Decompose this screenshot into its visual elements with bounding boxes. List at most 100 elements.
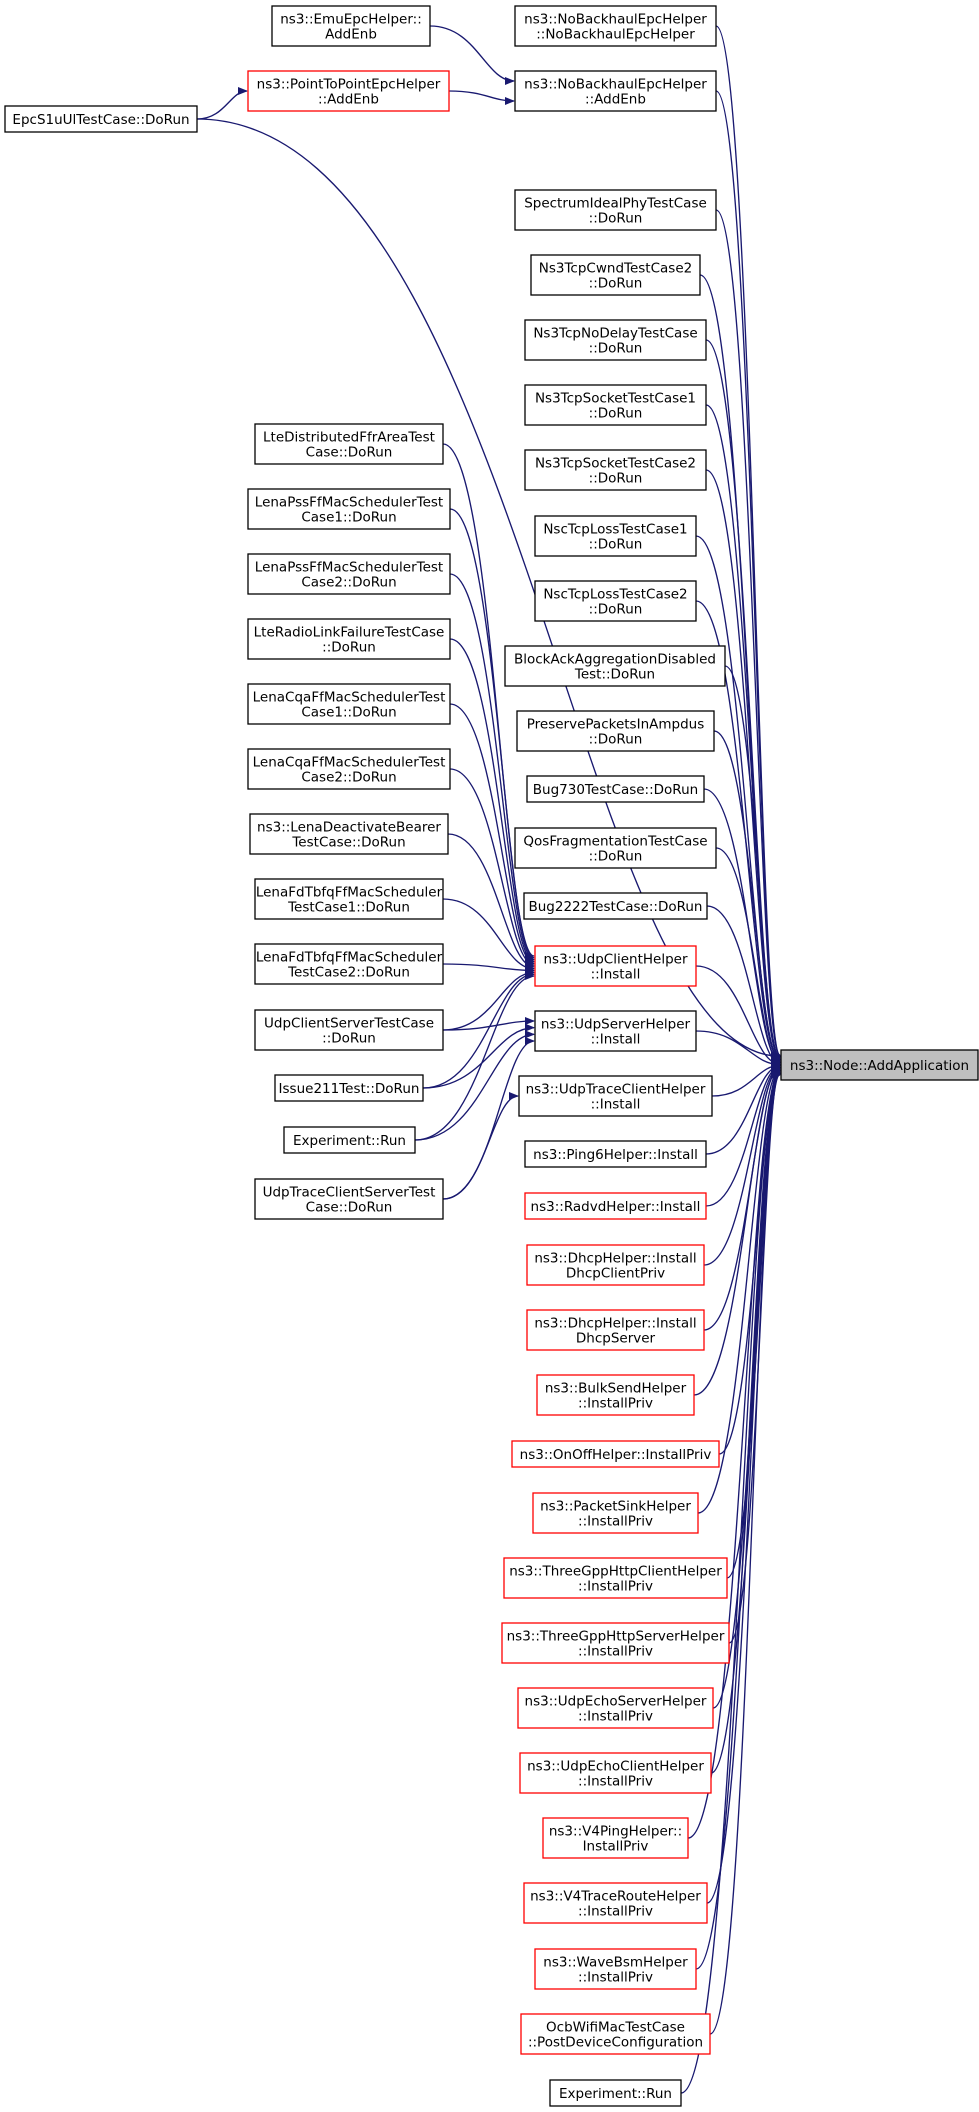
node-box <box>534 580 697 622</box>
node-box <box>780 1049 979 1081</box>
edge-issue211-to-udpserver-install <box>422 1023 535 1089</box>
node-nsc1[interactable]: NscTcpLossTestCase1::DoRun <box>534 515 697 557</box>
node-label-line: UdpTraceClientServerTest <box>263 1185 436 1201</box>
node-ocb[interactable]: OcbWifiMacTestCase::PostDeviceConfigurat… <box>520 2013 711 2055</box>
node-exp-run-right[interactable]: Experiment::Run <box>549 2079 682 2107</box>
node-label-line: ::Install <box>591 967 641 983</box>
node-http-client[interactable]: ns3::ThreeGppHttpClientHelper::InstallPr… <box>503 1557 728 1599</box>
node-box <box>247 553 451 595</box>
node-label-line: Test::DoRun <box>574 667 655 683</box>
node-udpserver-install[interactable]: ns3::UdpServerHelper::Install <box>534 1010 697 1052</box>
node-udpclient-install[interactable]: ns3::UdpClientHelper::Install <box>534 945 697 987</box>
node-label-line: Case1::DoRun <box>301 510 396 526</box>
node-sock1[interactable]: Ns3TcpSocketTestCase1::DoRun <box>524 384 707 426</box>
node-nobackhaul-addenb[interactable]: ns3::NoBackhaulEpcHelper::AddEnb <box>514 70 717 112</box>
edge-pss1-to-udpclient-install <box>449 508 535 962</box>
node-rlf[interactable]: LteRadioLinkFailureTestCase::DoRun <box>247 618 451 660</box>
node-packetsink[interactable]: ns3::PacketSinkHelper::InstallPriv <box>532 1492 699 1534</box>
node-label-line: TestCase2::DoRun <box>287 965 410 981</box>
node-ping6[interactable]: ns3::Ping6Helper::Install <box>524 1140 707 1168</box>
node-exp-run-left[interactable]: Experiment::Run <box>283 1126 416 1154</box>
node-cwnd2[interactable]: Ns3TcpCwndTestCase2::DoRun <box>530 254 701 296</box>
edge-p2p-addenb-to-nobackhaul-addenb <box>448 90 515 105</box>
node-epcs1u[interactable]: EpcS1uUlTestCase::DoRun <box>4 105 198 133</box>
edge-nobackhaul-ctor-to-add-application <box>715 25 781 1059</box>
node-emu-addenb[interactable]: ns3::EmuEpcHelper::AddEnb <box>271 5 431 47</box>
node-v4trace[interactable]: ns3::V4TraceRouteHelper::InstallPriv <box>523 1882 708 1924</box>
node-echo-client[interactable]: ns3::UdpEchoClientHelper::InstallPriv <box>519 1752 712 1794</box>
node-bug730[interactable]: Bug730TestCase::DoRun <box>526 775 705 803</box>
edge-http-client-to-add-application <box>726 1066 781 1579</box>
node-label-line: ::DoRun <box>589 602 643 618</box>
node-label-line: ns3::RadvdHelper::Install <box>531 1199 701 1215</box>
node-wavebsm[interactable]: ns3::WaveBsmHelper::InstallPriv <box>534 1948 697 1990</box>
node-label-line: ::DoRun <box>589 276 643 292</box>
node-label-line: ::DoRun <box>589 471 643 487</box>
node-udptrace-install[interactable]: ns3::UdpTraceClientHelper::Install <box>518 1075 713 1117</box>
node-label-line: Case::DoRun <box>306 445 393 461</box>
node-bulksend[interactable]: ns3::BulkSendHelper::InstallPriv <box>536 1374 695 1416</box>
node-box <box>504 645 726 687</box>
node-p2p-addenb[interactable]: ns3::PointToPointEpcHelper::AddEnb <box>247 70 450 112</box>
node-udpcs[interactable]: UdpClientServerTestCase::DoRun <box>254 1009 444 1051</box>
node-preserve[interactable]: PreservePacketsInAmpdus::DoRun <box>516 710 715 752</box>
node-box <box>534 515 697 557</box>
node-label-line: Ns3TcpCwndTestCase2 <box>539 261 692 277</box>
node-label-line: Ns3TcpSocketTestCase2 <box>535 456 696 472</box>
node-label-line: ns3::DhcpHelper::Install <box>534 1316 696 1332</box>
node-box <box>254 943 444 985</box>
edge-qosfrag-to-add-application <box>715 847 781 1067</box>
node-label-line: BlockAckAggregationDisabled <box>514 652 716 668</box>
edge-udptrace-cs-to-udptrace-install <box>442 1092 519 1200</box>
node-issue211[interactable]: Issue211Test::DoRun <box>274 1074 424 1102</box>
edges-layer <box>196 25 781 2094</box>
node-add-application[interactable]: ns3::Node::AddApplication <box>780 1049 979 1081</box>
node-label-line: InstallPriv <box>583 1839 649 1855</box>
edge-lte-ffr-to-udpclient-install <box>442 443 535 960</box>
edge-emu-addenb-to-nobackhaul-addenb <box>429 25 515 85</box>
node-http-server[interactable]: ns3::ThreeGppHttpServerHelper::InstallPr… <box>501 1622 730 1664</box>
nodes-layer: ns3::Node::AddApplication ns3::NoBackhaul… <box>4 5 979 2107</box>
node-radvd[interactable]: ns3::RadvdHelper::Install <box>524 1192 707 1220</box>
node-label-line: NscTcpLossTestCase2 <box>543 587 687 603</box>
node-box <box>534 1948 697 1990</box>
edge-wavebsm-to-add-application <box>695 1070 781 1970</box>
edge-bulksend-to-add-application <box>693 1064 781 1396</box>
edge-cqa1-to-udpclient-install <box>449 703 535 968</box>
node-box <box>524 449 707 491</box>
node-label-line: NscTcpLossTestCase1 <box>543 522 687 538</box>
node-label-line: ::InstallPriv <box>578 1709 653 1725</box>
node-label-line: ::Install <box>591 1097 641 1113</box>
node-v4ping[interactable]: ns3::V4PingHelper::InstallPriv <box>542 1817 689 1859</box>
node-label-line: DhcpServer <box>576 1331 656 1347</box>
node-label-line: LenaCqaFfMacSchedulerTest <box>253 690 446 706</box>
node-qosfrag[interactable]: QosFragmentationTestCase::DoRun <box>514 827 717 869</box>
edge-v4ping-to-add-application <box>687 1068 781 1839</box>
node-nsc2[interactable]: NscTcpLossTestCase2::DoRun <box>534 580 697 622</box>
node-nodelay[interactable]: Ns3TcpNoDelayTestCase::DoRun <box>524 319 707 361</box>
edge-udpcs-to-udpserver-install <box>442 1017 535 1031</box>
node-sock2[interactable]: Ns3TcpSocketTestCase2::DoRun <box>524 449 707 491</box>
node-nobackhaul-ctor[interactable]: ns3::NoBackhaulEpcHelper::NoBackhaulEpcH… <box>514 5 717 47</box>
node-label-line: LenaFdTbfqFfMacScheduler <box>256 950 443 966</box>
node-label-line: ::InstallPriv <box>578 1514 653 1530</box>
node-box <box>501 1622 730 1664</box>
node-onoff[interactable]: ns3::OnOffHelper::InstallPriv <box>511 1440 720 1468</box>
node-box <box>517 1687 714 1729</box>
node-bug2222[interactable]: Bug2222TestCase::DoRun <box>523 892 708 920</box>
node-label-line: ns3::ThreeGppHttpClientHelper <box>509 1564 722 1580</box>
node-echo-server[interactable]: ns3::UdpEchoServerHelper::InstallPriv <box>517 1687 714 1729</box>
node-spectrum[interactable]: SpectrumIdealPhyTestCase::DoRun <box>514 189 717 231</box>
